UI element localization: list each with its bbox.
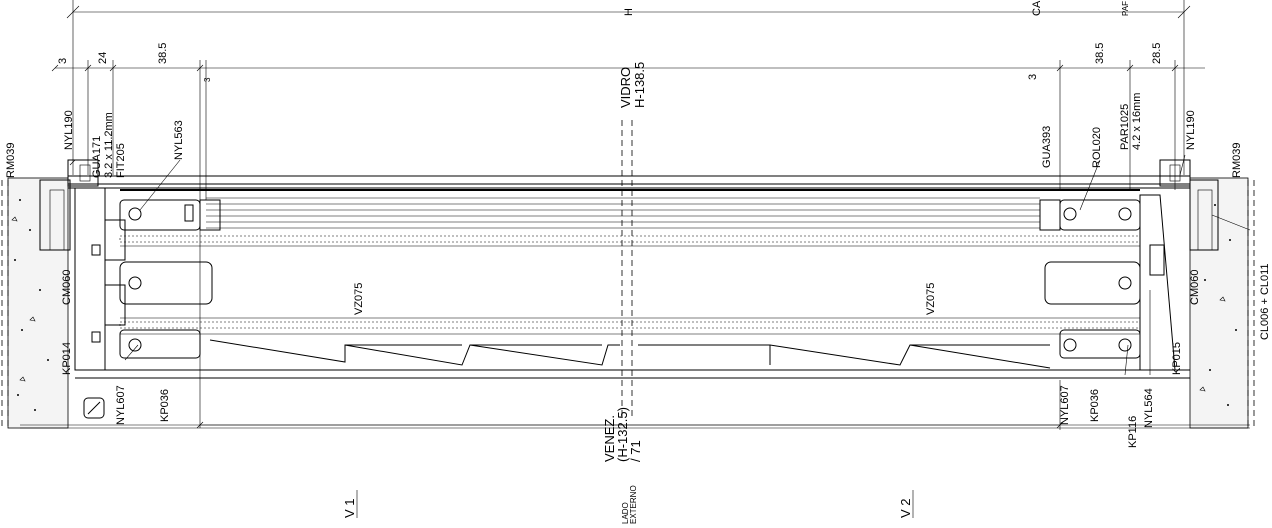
par1025-line-1: PAR1025: [1119, 104, 1131, 150]
nyl564-label: NYL564: [1143, 388, 1155, 428]
cm060-left-label: CM060: [61, 270, 73, 305]
kp014-label: KP014: [61, 342, 73, 375]
lado-line-2: EXTERNO: [629, 485, 638, 524]
kp015-label: KP015: [1171, 342, 1183, 375]
glass-dim-line-1: VIDRO: [618, 67, 633, 108]
nyl563-label: NYL563: [173, 120, 185, 160]
rol020-label: ROL020: [1091, 127, 1103, 168]
kp116-label: KP116: [1127, 416, 1139, 448]
nyl607-right-label: NYL607: [1059, 385, 1071, 425]
right-wall: [1189, 177, 1255, 429]
nyl190-left-label: NYL190: [63, 110, 75, 150]
gua171-line-2: 3.2 x 11.2mm: [103, 112, 115, 178]
dim-38-left: 38.5: [157, 43, 169, 64]
cm060-right-label: CM060: [1189, 270, 1201, 305]
glass-dim-line-2: H-138.5: [632, 62, 647, 108]
kp036-left-label: KP036: [159, 389, 171, 422]
dim-3-right: 3: [1027, 74, 1039, 80]
gua393-label: GUA393: [1041, 126, 1053, 168]
overall-dimension: [66, 0, 1191, 175]
left-wall: [1, 177, 69, 429]
rm039-right-label: RM039: [1231, 143, 1243, 178]
glass-dimension: [51, 60, 1205, 428]
gua171-line-3: FIT205: [115, 143, 127, 178]
cl006-label: CL006 + CL011: [1259, 263, 1271, 340]
cai-label: CAI: [1031, 0, 1043, 16]
rm039-left-label: RM039: [5, 143, 17, 178]
vz075-left-label: VZ075: [353, 283, 365, 315]
venetian-slats: [209, 339, 1051, 369]
vz075-right-label: VZ075: [925, 283, 937, 315]
right-jamb: [1039, 159, 1219, 371]
left-jamb: [39, 159, 221, 419]
glass-panes: [119, 197, 1141, 335]
overall-dim-label: H: [623, 8, 635, 16]
par-top-label: PAF 4.8 x 3: [1121, 0, 1130, 16]
venez-dim-label: VENEZ. (H-132.5) / 71: [602, 403, 643, 462]
dim-38-right: 38.5: [1094, 43, 1106, 64]
v1-label: V 1: [342, 498, 357, 518]
venez-line-1: VENEZ.: [602, 415, 617, 462]
dim-24: 24: [97, 52, 109, 64]
venez-line-3: / 71: [628, 440, 643, 462]
dim-3-small: 3: [203, 77, 212, 82]
v2-label: V 2: [898, 498, 913, 518]
dim-3-left: 3: [57, 58, 69, 64]
dim-28: 28.5: [1151, 43, 1163, 64]
par1025-line-2: 4.2 x 16mm: [1131, 93, 1143, 150]
nyl190-right-label: NYL190: [1185, 110, 1197, 150]
center-axis: [621, 120, 633, 420]
gua171-label: GUA171 3.2 x 11.2mm FIT205: [91, 109, 127, 178]
nyl607-left-label: NYL607: [115, 385, 127, 425]
par1025-label: PAR1025 4.2 x 16mm: [1119, 93, 1143, 150]
lado-label: LADO EXTERNO: [621, 485, 638, 524]
venez-dimension: [196, 380, 1064, 430]
leader-lines: [69, 154, 1251, 376]
venez-line-2: (H-132.5): [615, 407, 630, 462]
kp036-right-label: KP036: [1089, 389, 1101, 422]
gua171-line-1: GUA171: [91, 136, 103, 178]
lado-line-1: LADO: [621, 502, 630, 524]
glass-dim-label: VIDRO H-138.5: [618, 62, 647, 108]
